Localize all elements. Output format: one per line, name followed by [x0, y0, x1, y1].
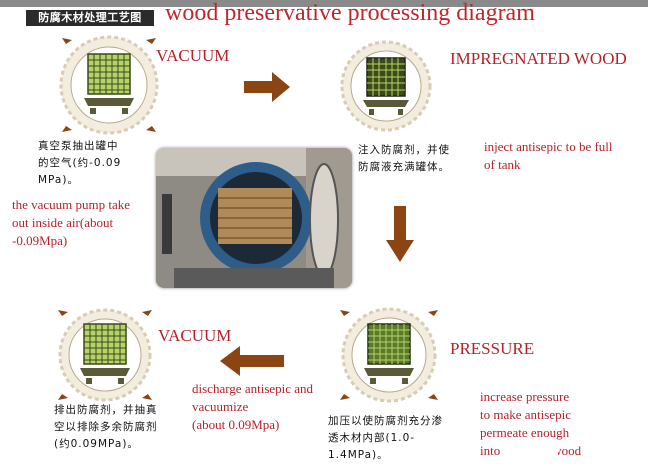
vacuum-discharge-tank-icon	[58, 308, 152, 402]
stage-impregnated-title: IMPREGNATED WOOD	[450, 49, 627, 68]
stage-vacuum-en: the vacuum pump take out inside air(abou…	[12, 197, 131, 248]
stage-vacuum2-cn: 排出防腐剂，并抽真空以排除多余防腐剂(约0.09MPa)。	[54, 404, 158, 450]
autoclave-photo	[156, 148, 352, 288]
vacuum-tank-icon	[59, 35, 159, 135]
arrow-down-icon	[386, 206, 414, 262]
stage-pressure-cn: 加压以使防腐剂充分渗透木材内部(1.0-1.4MPa)。	[328, 415, 443, 461]
obscured-patch	[506, 446, 558, 460]
arrow-left-icon	[220, 346, 284, 376]
pressure-tank-icon	[340, 307, 438, 403]
stage-vacuum2-title: VACUUM	[158, 326, 232, 345]
stage-impregnated-cn: 注入防腐剂，并使防腐液充满罐体。	[358, 144, 450, 173]
impregnated-tank-icon	[340, 40, 432, 132]
chinese-title-badge: 防腐木材处理工艺图	[26, 10, 154, 26]
top-bar	[0, 0, 648, 7]
arrow-right-icon	[244, 72, 290, 102]
stage-vacuum-title: VACUUM	[156, 46, 230, 65]
page-title: wood preservative processing diagram	[165, 0, 535, 26]
stage-pressure-title: PRESSURE	[450, 339, 535, 358]
